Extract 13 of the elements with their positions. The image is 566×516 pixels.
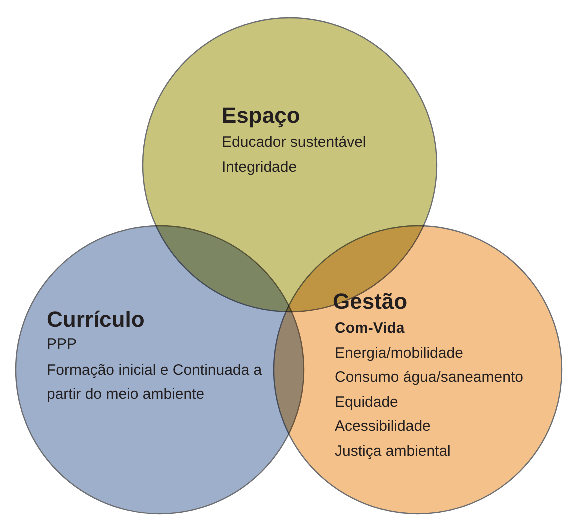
list-item: PPP [47,335,78,355]
circle-heading: Espaço [222,103,300,129]
list-item: Equidade [335,392,398,413]
list-item: Acessibilidade [335,417,431,438]
list-item: Com-Vida [335,319,405,339]
list-item: Consumo água/saneamento [335,368,524,388]
list-item: Educador sustentável [222,133,366,153]
circle-heading: Gestão [333,289,408,315]
list-item: Integridade [222,158,298,178]
list-item: Formação inicial e Continuada a partir do meio ambiente [47,361,264,405]
circle-heading: Currículo [47,307,145,333]
list-item: Energia/mobilidade [335,344,464,364]
list-item: Justiça ambiental [335,442,451,462]
